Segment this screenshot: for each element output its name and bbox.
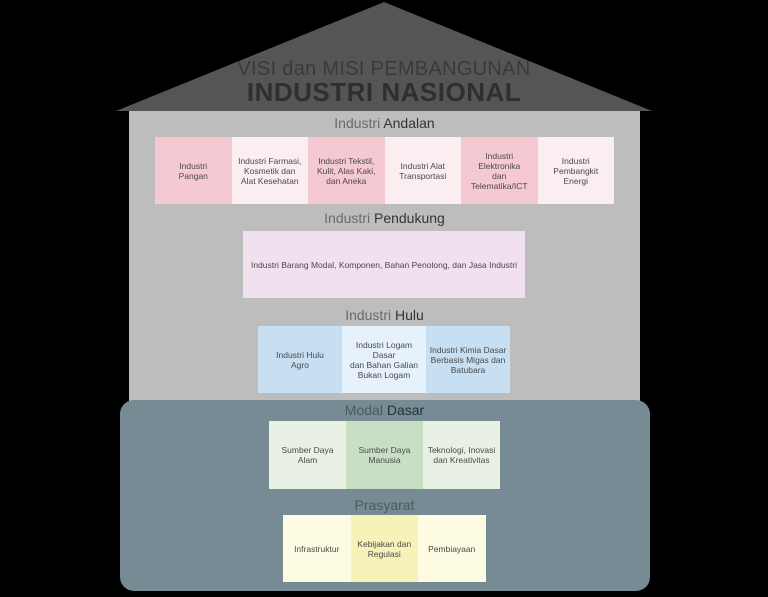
section-title-bold: Pendukung — [373, 210, 445, 226]
section-title-light: Industri — [324, 210, 374, 226]
pendukung-card-1: Industri Barang Modal, Komponen, Bahan P… — [243, 231, 525, 298]
section-title-light: Industri — [345, 307, 395, 323]
section-title-pendukung: Industri Pendukung — [129, 210, 640, 226]
prasyarat-card-1: Infrastruktur — [283, 515, 351, 582]
diagram-title-line2: INDUSTRI NASIONAL — [246, 77, 522, 107]
section-title-hulu: Industri Hulu — [129, 307, 640, 323]
section-title-modal-dasar: Modal Dasar — [129, 402, 640, 418]
section-title-light: Prasyarat — [354, 497, 415, 513]
house-roof — [116, 2, 652, 111]
andalan-card-3: Industri Tekstil,Kulit, Alas Kaki,dan An… — [308, 137, 385, 204]
section-title-bold: Hulu — [395, 307, 424, 323]
section-title-light: Modal — [344, 402, 387, 418]
pendukung-row: Industri Barang Modal, Komponen, Bahan P… — [243, 231, 525, 298]
section-title-prasyarat: Prasyarat — [129, 497, 640, 513]
card-label: Industri Tekstil,Kulit, Alas Kaki,dan An… — [316, 155, 376, 186]
section-title-light: Industri — [334, 115, 384, 131]
diagram-title-line1: VISI dan MISI PEMBANGUNAN — [237, 58, 531, 80]
prasyarat-card-3: Pembiayaan — [418, 515, 486, 582]
card-label: Industri Barang Modal, Komponen, Bahan P… — [250, 259, 518, 270]
section-title-bold: Dasar — [386, 402, 425, 418]
card-label: Infrastruktur — [294, 543, 340, 554]
card-label: Pembiayaan — [428, 543, 476, 554]
section-title-bold: Andalan — [383, 115, 435, 131]
section-title-andalan: Industri Andalan — [129, 115, 640, 131]
